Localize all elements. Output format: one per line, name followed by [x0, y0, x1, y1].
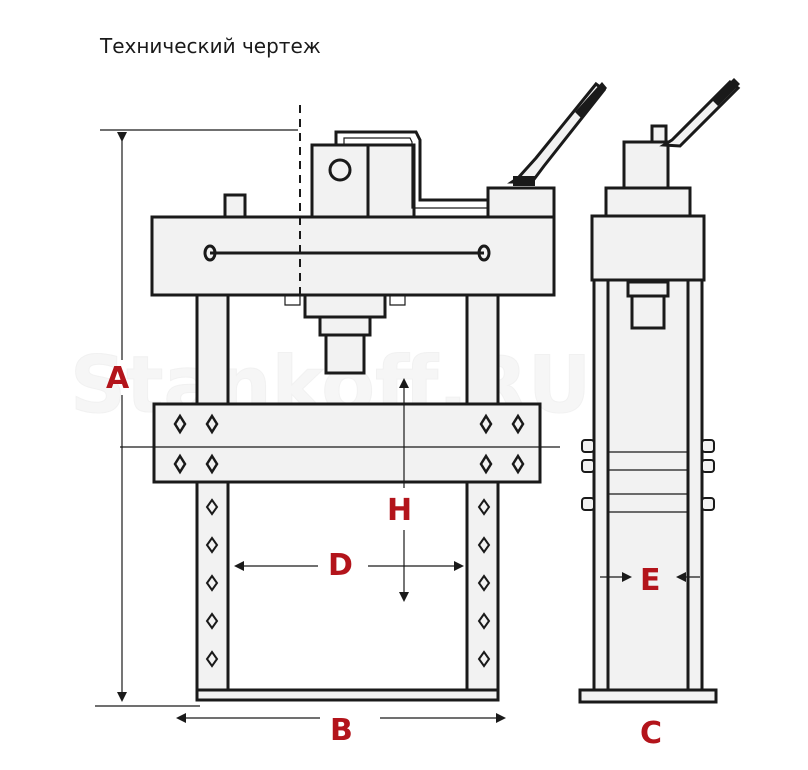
dim-label-a: A: [106, 361, 130, 396]
dim-label-e: E: [640, 563, 661, 598]
side-frame: [592, 278, 704, 692]
side-view: [578, 78, 741, 704]
dim-label-b: B: [330, 713, 353, 748]
drawing-title: Технический чертеж: [100, 34, 321, 58]
side-pump: [622, 140, 670, 190]
left-column: [195, 293, 230, 697]
pump-handle: [507, 81, 607, 186]
pump-port: [328, 158, 352, 182]
side-crossbeam: [590, 214, 706, 282]
pump-body: [366, 143, 416, 219]
top-crossbeam: [150, 215, 556, 297]
main-cylinder: [284, 293, 406, 375]
hydraulic-pipe: [334, 130, 490, 202]
working-table: [152, 402, 542, 484]
dim-label-c: C: [640, 716, 662, 751]
dim-label-h: H: [387, 493, 412, 528]
side-base: [578, 688, 718, 704]
right-column: [465, 293, 500, 697]
dimension-lines: [95, 129, 700, 723]
top-bolt: [223, 193, 247, 219]
column-holes: [205, 498, 491, 668]
dim-label-d: D: [328, 548, 353, 583]
handle-base: [486, 186, 556, 219]
front-base: [195, 688, 500, 702]
front-view: [120, 81, 607, 702]
table-pin-holes: [173, 413, 525, 475]
